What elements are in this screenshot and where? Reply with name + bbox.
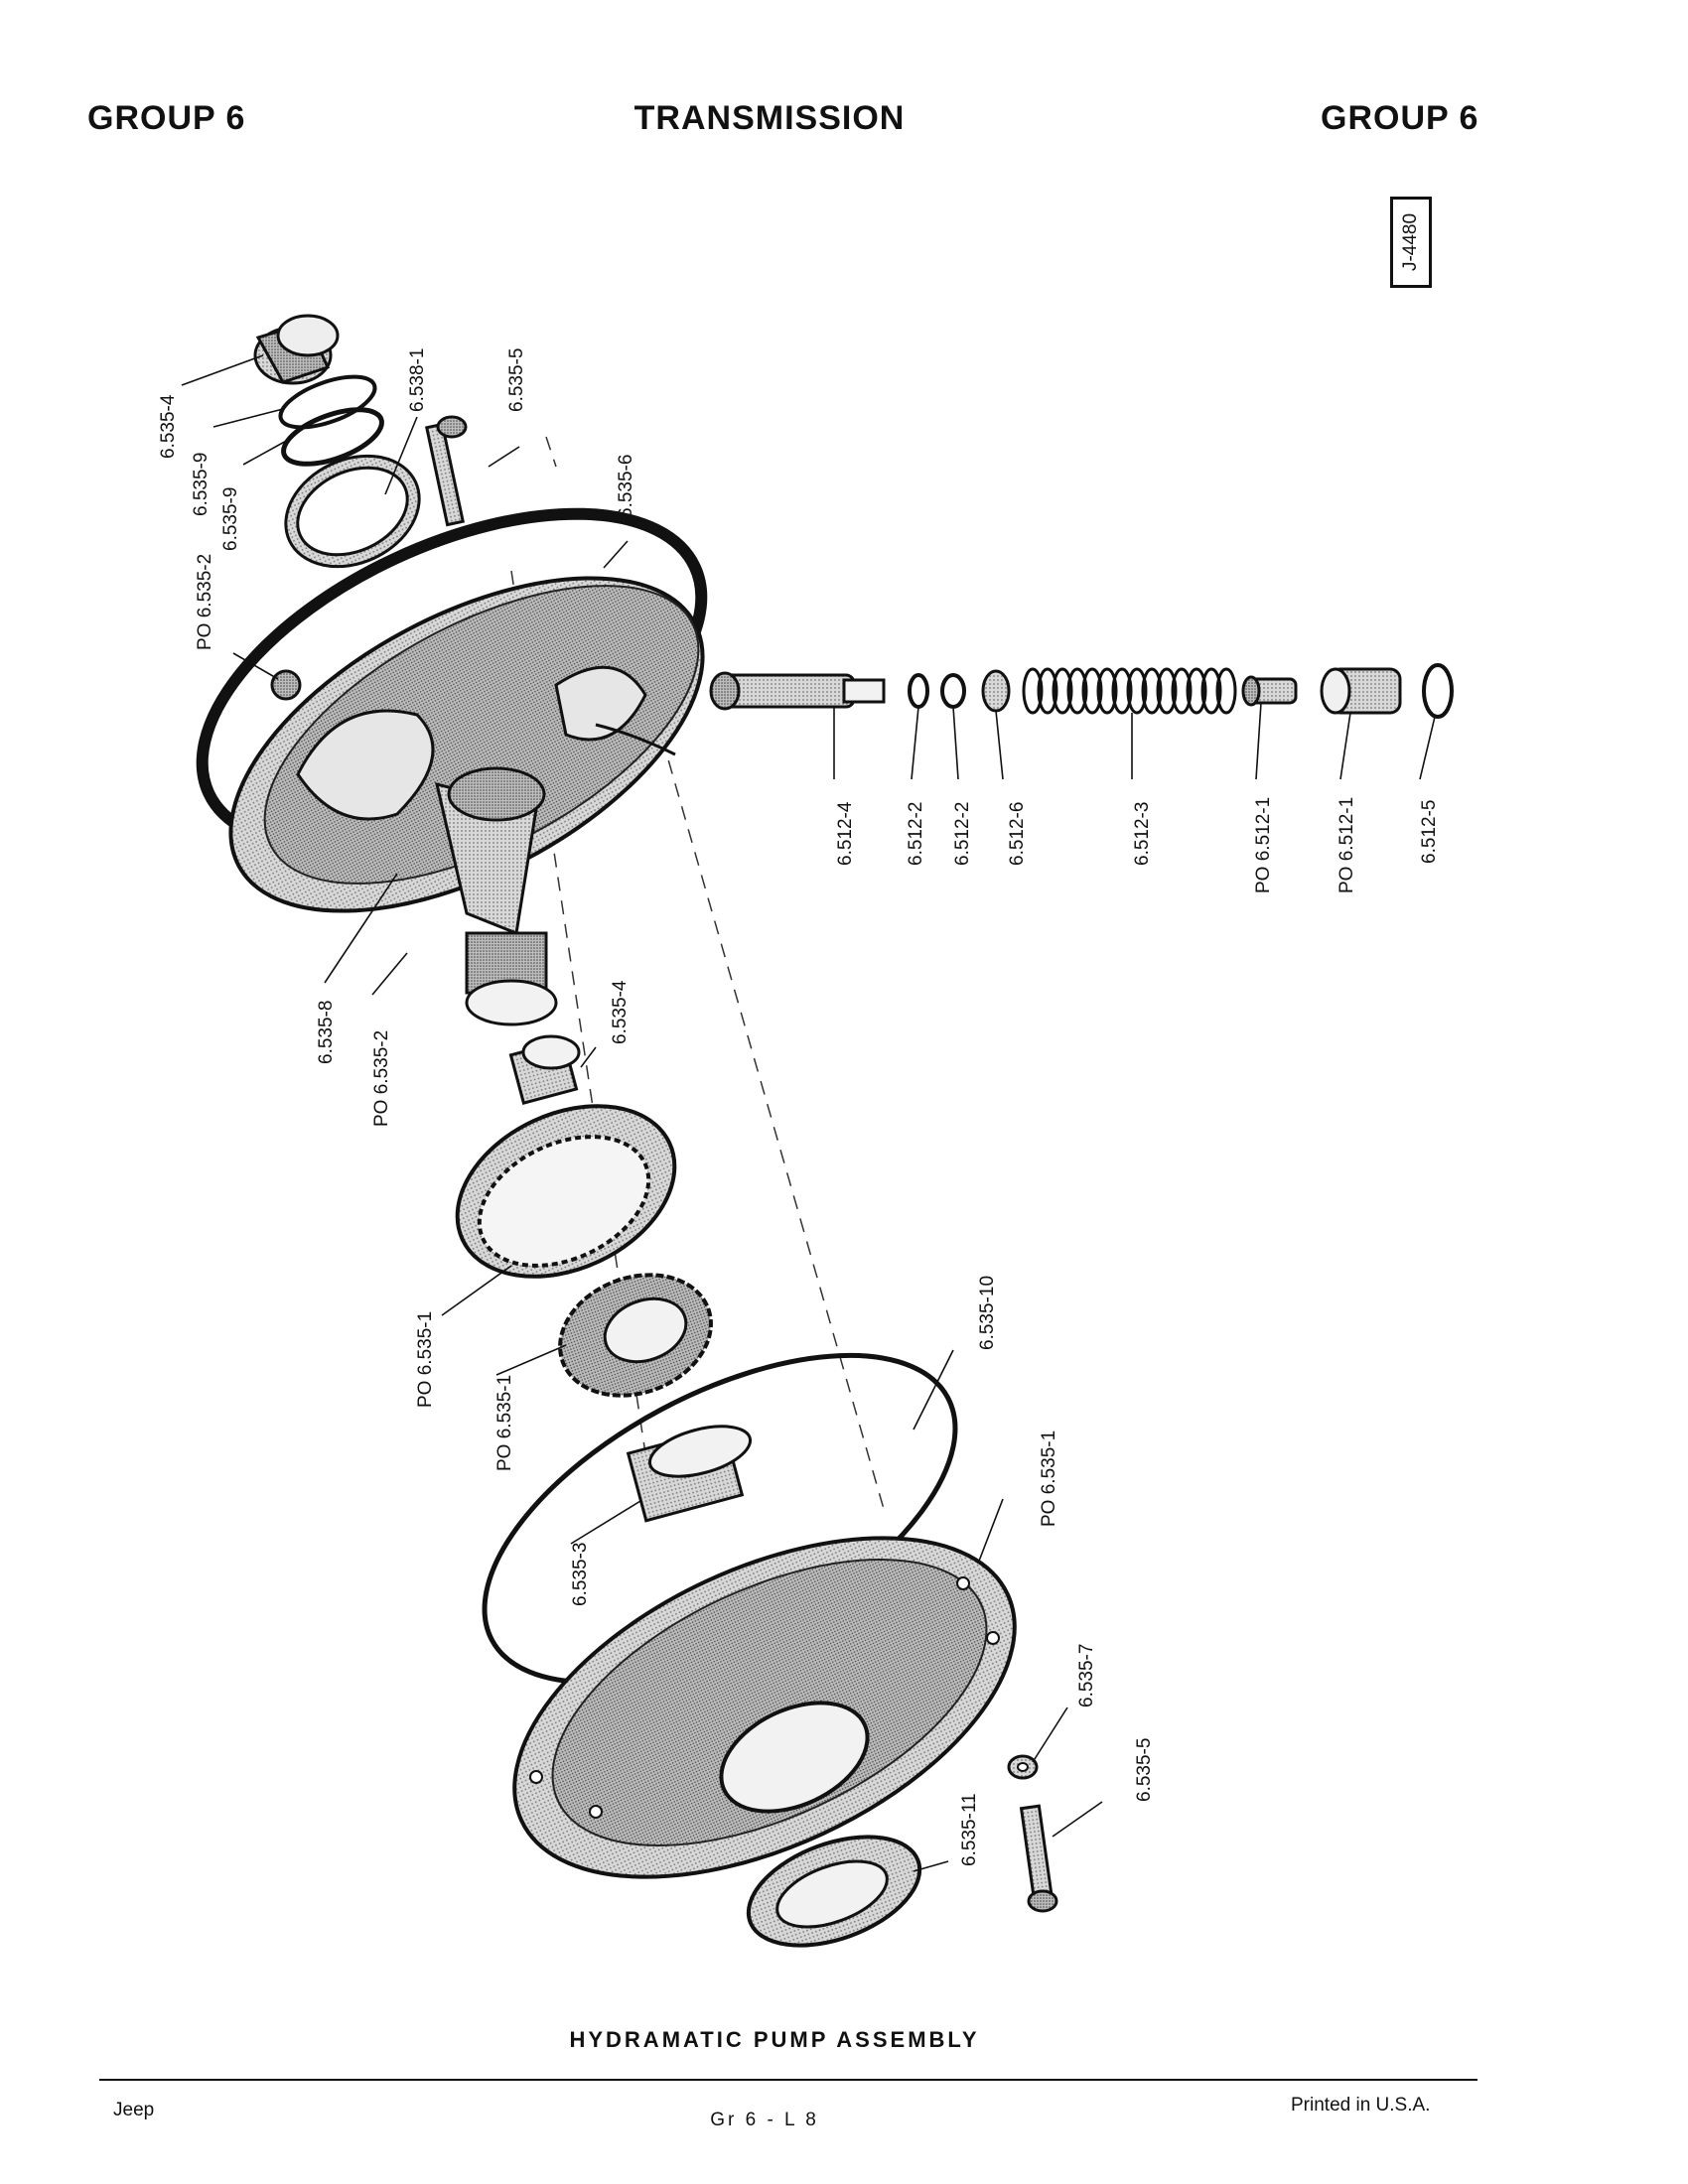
callout-6-512-4: 6.512-4	[835, 801, 856, 866]
callout-6-535-11: 6.535-11	[959, 1793, 980, 1866]
spring-6-512-3	[1022, 667, 1237, 715]
footer-brand: Jeep	[113, 2100, 155, 2120]
footer-rule	[99, 2079, 1477, 2081]
callout-6-535-8: 6.535-8	[316, 1001, 337, 1064]
oil-seal	[746, 1835, 922, 1948]
callout-6-535-10: 6.535-10	[977, 1276, 998, 1350]
leader-lines	[181, 354, 1436, 1872]
callout-6-535-5-top: 6.535-5	[506, 348, 527, 412]
callout-6-512-3: 6.512-3	[1132, 802, 1153, 866]
bushing-top	[253, 314, 340, 385]
header-group-left: GROUP 6	[87, 99, 246, 137]
seal-rings	[278, 374, 384, 467]
callout-6-535-7: 6.535-7	[1076, 1644, 1097, 1707]
stator-shaft	[434, 766, 558, 1026]
callout-6-512-6: 6.512-6	[1007, 802, 1028, 866]
callout-6-512-5: 6.512-5	[1419, 800, 1440, 864]
drive-gear	[558, 1273, 713, 1398]
footer-page-number: Gr 6 - L 8	[710, 2110, 819, 2130]
thrust-washer	[284, 454, 421, 569]
callout-po-6-512-1-a: PO 6.512-1	[1253, 797, 1274, 893]
callout-6-535-9-b: 6.535-9	[220, 487, 241, 551]
ring-6-512-2b	[940, 673, 966, 709]
lock-washer	[1007, 1754, 1039, 1780]
bolt-bottom	[1019, 1804, 1058, 1913]
callout-6-512-2-b: 6.512-2	[952, 802, 973, 866]
callout-6-535-3: 6.535-3	[570, 1543, 591, 1606]
valve-parts	[709, 663, 1454, 719]
header-title: TRANSMISSION	[633, 99, 906, 137]
valve-6-512-4	[709, 671, 886, 711]
callout-6-535-4-mid: 6.535-4	[610, 980, 631, 1044]
callout-po-6-535-1-body: PO 6.535-1	[1039, 1431, 1059, 1527]
callout-po-6-535-2-mid: PO 6.535-2	[371, 1030, 392, 1127]
callout-po-6-535-2-top: PO 6.535-2	[195, 554, 215, 650]
callout-6-535-5-bottom: 6.535-5	[1134, 1738, 1155, 1802]
pump-body	[512, 1536, 1017, 1879]
figure-id-box: J-4480	[1390, 197, 1432, 288]
callout-po-6-535-1-gear: PO 6.535-1	[494, 1375, 515, 1471]
internal-ring-gear	[455, 1104, 677, 1279]
sleeve-6-512-1b	[1320, 667, 1402, 715]
callout-6-538-1: 6.538-1	[407, 348, 428, 412]
callout-6-535-4-top: 6.535-4	[158, 394, 179, 459]
callout-labels: 6.535-4 6.535-9 6.535-9 6.538-1 6.535-5 …	[158, 348, 1440, 1866]
footer-printed: Printed in U.S.A.	[1291, 2095, 1431, 2116]
plug-6-512-1a	[1241, 675, 1298, 707]
snap-ring-6-512-5	[1422, 663, 1454, 719]
figure-caption: HYDRAMATIC PUMP ASSEMBLY	[569, 2027, 980, 2052]
exploded-view-diagram: 6.535-4 6.535-9 6.535-9 6.538-1 6.535-5 …	[158, 314, 1454, 1948]
pump-cover	[228, 576, 705, 913]
callout-po-6-535-1-ring: PO 6.535-1	[415, 1311, 436, 1408]
callout-6-512-2-a: 6.512-2	[906, 802, 926, 866]
header-group-right: GROUP 6	[1321, 99, 1479, 137]
bolt-top	[425, 415, 468, 527]
washer-6-512-6	[981, 669, 1011, 713]
callout-6-535-6: 6.535-6	[616, 455, 636, 518]
callout-6-535-9-a: 6.535-9	[191, 453, 211, 516]
ring-6-512-2a	[908, 673, 929, 709]
bushing-middle	[508, 1034, 581, 1105]
pump-body-bushing	[626, 1425, 753, 1523]
callout-po-6-512-1-b: PO 6.512-1	[1336, 797, 1357, 893]
